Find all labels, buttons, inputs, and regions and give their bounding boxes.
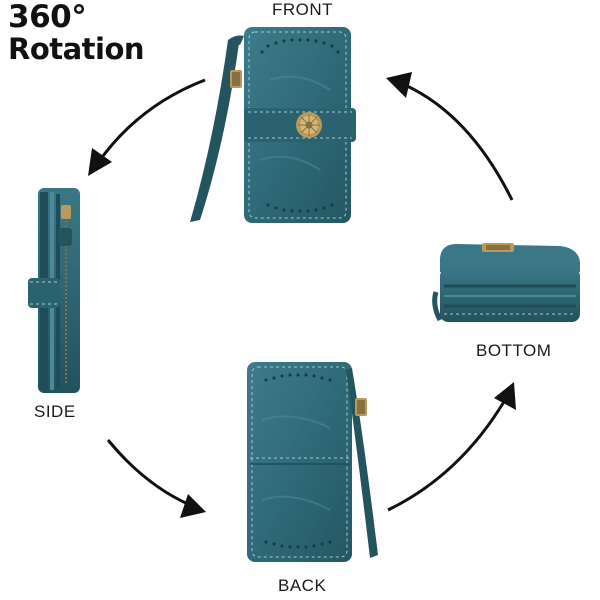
bottom-view-label: BOTTOM: [476, 341, 552, 360]
arrow-back-to-bottom-icon: [387, 382, 516, 512]
title-line-1: 360°: [8, 0, 87, 35]
wallet-side-image: [28, 188, 80, 393]
arrow-side-to-back-icon: [106, 439, 206, 518]
back-view-label: BACK: [278, 576, 327, 595]
wallet-back-image: [247, 362, 378, 562]
arrow-bottom-to-front-icon: [386, 72, 514, 201]
wallet-bottom-image: [432, 243, 580, 322]
side-view-label: SIDE: [34, 402, 76, 421]
arrow-front-to-side-icon: [88, 78, 206, 176]
page-title: 360° Rotation: [8, 0, 145, 66]
flower-clasp-icon: [296, 112, 322, 138]
wallet-front-image: [190, 27, 356, 223]
front-view-label: FRONT: [272, 0, 334, 19]
title-line-2: Rotation: [8, 32, 145, 66]
